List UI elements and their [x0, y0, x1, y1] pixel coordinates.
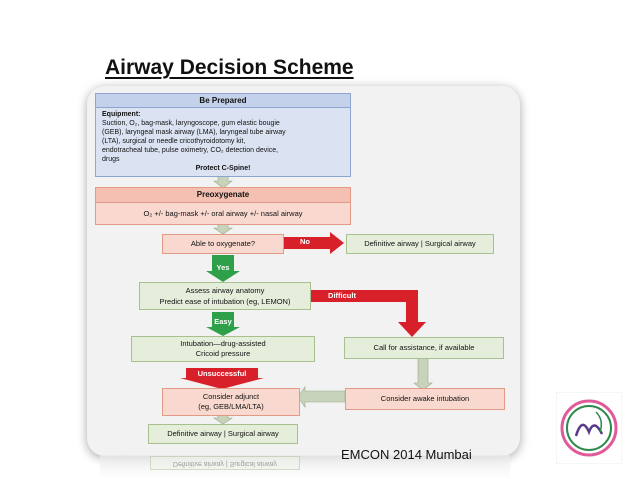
assess-airway-box: Assess airway anatomy Predict ease of in… — [139, 282, 311, 310]
preoxygenate-text: O₂ +/- bag-mask +/- oral airway +/- nasa… — [143, 209, 303, 218]
label-difficult: Difficult — [328, 291, 356, 300]
label-yes: Yes — [216, 263, 230, 272]
footer-text: EMCON 2014 Mumbai — [341, 447, 472, 462]
adjunct-line-1: Consider adjunct — [202, 392, 260, 401]
definitive-airway-box-2: Definitive airway | Surgical airway — [148, 424, 298, 444]
equipment-label: Equipment: — [102, 111, 141, 118]
equipment-line: Suction, O₂, bag-mask, laryngoscope, gum… — [102, 120, 280, 127]
arrow-no — [282, 232, 344, 254]
arrow-unsuccessful — [180, 368, 264, 389]
label-easy: Easy — [214, 317, 232, 326]
able-to-oxygenate-box: Able to oxygenate? — [162, 234, 284, 254]
arrow-easy — [206, 312, 240, 336]
equipment-line: (LTA), surgical or needle cricothyroidot… — [102, 138, 246, 145]
be-prepared-box: Be Prepared Equipment: Suction, O₂, bag-… — [95, 93, 351, 177]
consider-awake-box: Consider awake intubation — [345, 388, 505, 410]
preoxygenate-box: Preoxygenate O₂ +/- bag-mask +/- oral ai… — [95, 187, 351, 225]
adjunct-line-2: (eg, GEB/LMA/LTA) — [198, 402, 264, 411]
arrow-preox-to-able — [213, 223, 233, 235]
arrow-call-to-awake — [413, 356, 433, 391]
label-unsuccessful: Unsuccessful — [197, 369, 247, 378]
call-assistance-box: Call for assistance, if available — [344, 337, 504, 359]
definitive-airway-box-1: Definitive airway | Surgical airway — [346, 234, 494, 254]
equipment-line: (GEB), laryngeal mask airway (LMA), lary… — [102, 129, 286, 136]
arrow-difficult — [310, 290, 426, 337]
intubation-line-1: Intubation—drug-assisted — [180, 339, 266, 348]
label-no: No — [300, 237, 310, 246]
assess-line-1: Assess airway anatomy — [185, 286, 265, 295]
intubation-box: Intubation—drug-assisted Cricoid pressur… — [131, 336, 315, 362]
be-prepared-header: Be Prepared — [96, 94, 350, 108]
preoxygenate-header: Preoxygenate — [96, 188, 350, 203]
slide-title: Airway Decision Scheme — [105, 56, 354, 79]
protect-spine: Protect C-Spine! — [195, 165, 251, 172]
assess-line-2: Predict ease of intubation (eg, LEMON) — [159, 297, 291, 306]
arrow-awake-to-adjunct — [297, 386, 346, 408]
aster-logo — [556, 392, 622, 464]
equipment-line: endotracheal tube, pulse oximetry, CO₂ d… — [102, 147, 279, 154]
equipment-line: drugs — [102, 156, 120, 163]
arrow-yes — [206, 255, 240, 282]
consider-adjunct-box: Consider adjunct (eg, GEB/LMA/LTA) — [162, 388, 300, 416]
intubation-line-2: Cricoid pressure — [195, 349, 251, 358]
